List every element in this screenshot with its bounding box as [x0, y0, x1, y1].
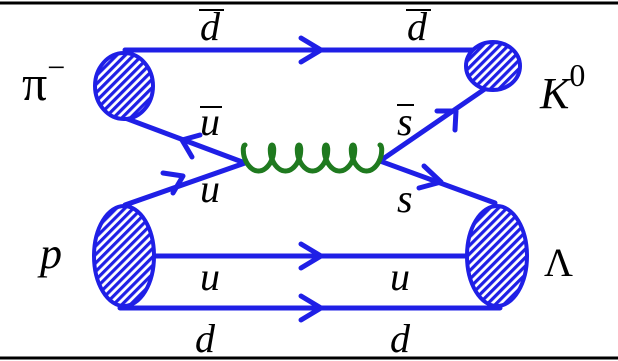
quark-label-bottom-right-d: d — [390, 316, 411, 361]
lambda-label: Λ — [544, 240, 573, 285]
arrow-u-quark-in — [160, 170, 186, 196]
pion-label: π− — [22, 49, 65, 111]
arrow-top-right — [298, 35, 324, 65]
quark-label-s-out: s — [397, 176, 413, 221]
proton-label: p — [37, 229, 62, 278]
kaon-blob — [464, 40, 522, 92]
arrow-middle-right — [298, 241, 324, 271]
quark-label-top-right-d: d — [407, 4, 428, 49]
quark-label-top-left-d: d — [200, 4, 221, 49]
quark-label-mid-right-u: u — [390, 254, 410, 299]
kaon-label: K0 — [539, 57, 585, 118]
pion-blob — [93, 51, 155, 121]
anti-s-quark-line — [377, 79, 498, 164]
u-quark-in-line — [122, 160, 248, 208]
gluon-line — [240, 142, 385, 174]
lambda-blob — [465, 204, 529, 308]
arrow-s-quark-out — [416, 163, 444, 191]
quark-label-anti-u: u — [200, 99, 220, 144]
quark-label-mid-left-u: u — [200, 254, 220, 299]
arrow-anti-u-toward-pion — [179, 132, 203, 160]
proton-blob — [92, 204, 156, 308]
quark-label-anti-s: s — [397, 99, 413, 144]
quark-label-bottom-left-d: d — [195, 316, 216, 361]
arrow-anti-s-toward-kaon — [434, 108, 459, 133]
arrow-bottom-right — [298, 293, 324, 323]
quark-label-u-in: u — [200, 166, 220, 211]
